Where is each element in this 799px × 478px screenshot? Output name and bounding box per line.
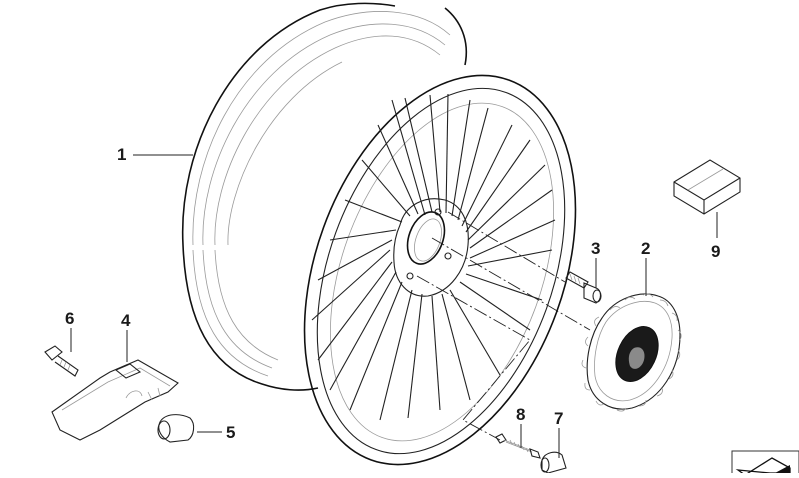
valve-cap-drawing [157,414,195,443]
assembly-guide-lines [416,211,591,441]
callout-1[interactable]: 1 [117,145,127,164]
callout-3[interactable]: 3 [591,239,601,258]
valve-nut-drawing [540,451,567,474]
callout-8[interactable]: 8 [516,405,526,424]
callout-7[interactable]: 7 [554,409,564,428]
balance-weight-box-drawing [673,159,741,215]
hub-cap-drawing [581,293,682,412]
callout-6[interactable]: 6 [65,309,75,328]
callout-2[interactable]: 2 [641,239,651,258]
pressure-sensor-drawing [51,359,179,441]
next-page-arrow-icon[interactable] [731,450,799,478]
callout-9[interactable]: 9 [711,242,721,261]
wheel-bolt-drawing [565,271,602,304]
leader-lines [70,154,718,458]
callout-4[interactable]: 4 [121,311,131,330]
wheel-rim-drawing [181,2,577,466]
sensor-screw-drawing [44,345,79,377]
callout-5[interactable]: 5 [226,423,236,442]
valve-insert-drawing [495,433,541,459]
